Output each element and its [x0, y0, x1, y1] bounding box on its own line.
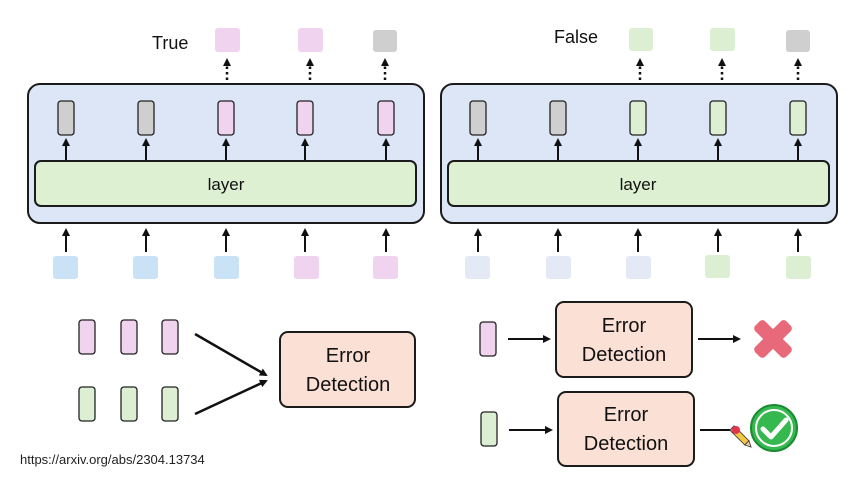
true-label: True — [152, 33, 188, 53]
false-hidden-state-3 — [629, 100, 647, 136]
error-detection-box-main — [279, 331, 416, 408]
pencil-spark — [732, 426, 740, 434]
true-output-square-2 — [298, 28, 323, 52]
training-pink-state-2 — [120, 319, 138, 355]
error-detection-green-line2: Detection — [584, 433, 669, 455]
false-panel-group: False layer — [440, 27, 838, 279]
error-detection-main-line2: Detection — [306, 374, 391, 396]
false-output-square-2 — [710, 28, 735, 51]
training-green-state-2 — [120, 386, 138, 422]
error-detection-green-line1: Error — [604, 404, 649, 426]
false-input-square-3 — [626, 256, 651, 279]
false-layer-bar — [447, 160, 830, 207]
true-input-square-4 — [294, 256, 319, 279]
true-layer-label: layer — [208, 175, 245, 194]
training-pink-state-3 — [161, 319, 179, 355]
training-pink-state-1 — [78, 319, 96, 355]
true-output-square-3 — [373, 30, 397, 52]
inference-group: Error Detection Error Detection — [479, 301, 798, 467]
inference-pink-state — [479, 321, 497, 357]
false-output-square-3 — [786, 30, 810, 52]
error-detection-pink-line1: Error — [602, 315, 647, 337]
false-hidden-state-4 — [709, 100, 727, 136]
training-group: Error Detection — [78, 319, 416, 422]
true-hidden-state-5 — [377, 100, 395, 136]
false-hidden-state-2 — [549, 100, 567, 136]
error-detection-main-line1: Error — [326, 345, 371, 367]
true-input-square-1 — [53, 256, 78, 279]
false-layer-label: layer — [620, 175, 657, 194]
true-output-square-1 — [215, 28, 240, 52]
false-output-square-1 — [629, 28, 653, 51]
true-hidden-state-1 — [57, 100, 75, 136]
true-hidden-state-3 — [217, 100, 235, 136]
true-hidden-state-2 — [137, 100, 155, 136]
false-hidden-state-1 — [469, 100, 487, 136]
false-input-square-1 — [465, 256, 490, 279]
true-input-square-3 — [214, 256, 239, 279]
false-hidden-state-5 — [789, 100, 807, 136]
training-arrow-bottom — [194, 379, 268, 416]
error-detection-pink-line2: Detection — [582, 344, 667, 366]
false-input-square-2 — [546, 256, 571, 279]
training-arrow-top — [194, 332, 268, 377]
true-layer-bar — [34, 160, 417, 207]
inference-green-state — [480, 411, 498, 447]
false-input-square-4 — [705, 255, 730, 278]
error-detection-box-pink — [555, 301, 693, 378]
true-hidden-state-4 — [296, 100, 314, 136]
error-detection-box-green — [557, 391, 695, 467]
false-input-square-5 — [786, 256, 811, 279]
source-url[interactable]: https://arxiv.org/abs/2304.13734 — [20, 452, 205, 467]
training-green-state-1 — [78, 386, 96, 422]
false-label: False — [554, 27, 598, 47]
true-input-square-2 — [133, 256, 158, 279]
true-panel-group: True layer — [27, 28, 425, 279]
check-mark-icon — [750, 404, 798, 452]
training-green-state-3 — [161, 386, 179, 422]
cross-mark-icon — [754, 320, 792, 358]
true-input-square-5 — [373, 256, 398, 279]
